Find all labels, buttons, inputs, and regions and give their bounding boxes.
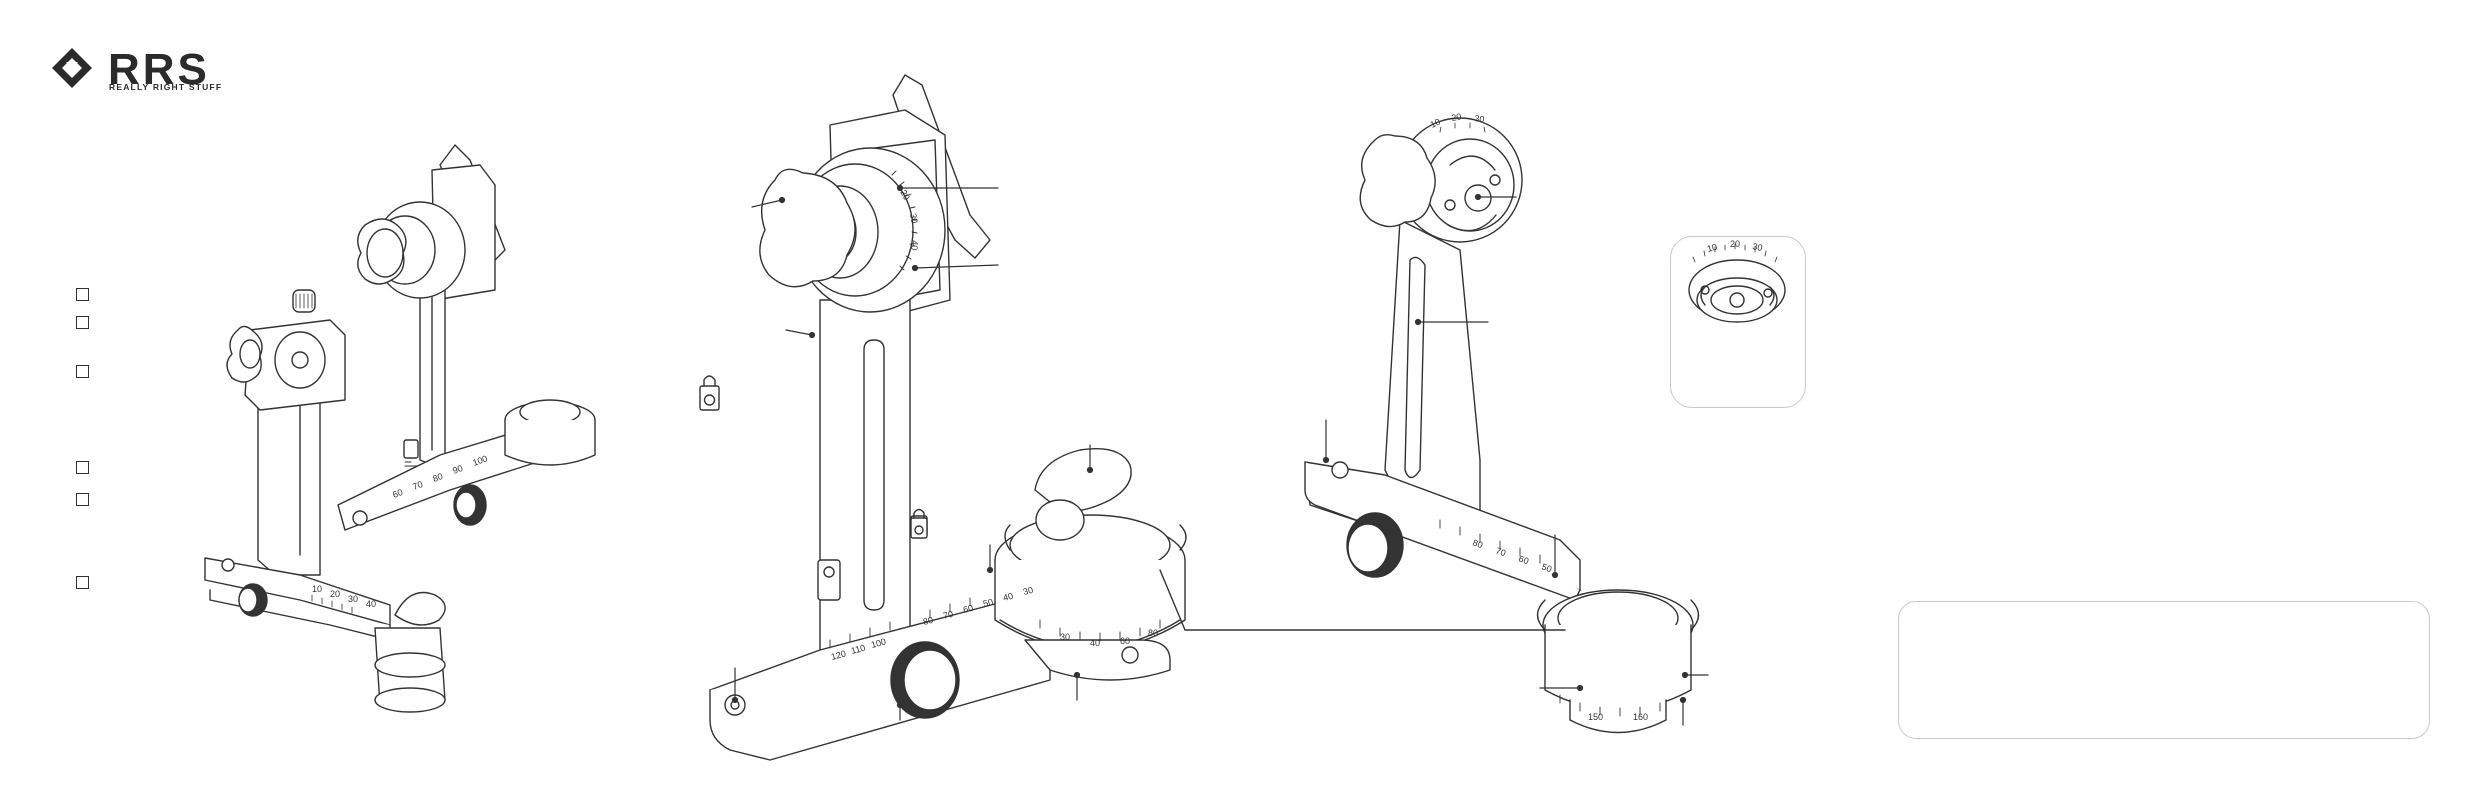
left-back-rail-number: 100 [471,453,489,468]
center-rotator-number: 80 [1148,628,1158,638]
left-rail-number: 20 [330,589,340,599]
center-assembly [709,74,1187,761]
center-rail-number: 80 [922,615,934,627]
inset-detail-drawing [1688,243,1786,323]
checklist-checkbox-6[interactable] [76,576,89,589]
center-rotator-number: 60 [1120,636,1130,646]
center-rail-number: 100 [870,636,887,650]
left-back-rail-number: 90 [451,463,464,476]
center-rail-number: 70 [942,609,954,621]
right-assembly [1304,117,1700,734]
right-rotator-number: 160 [1633,712,1648,722]
center-rotator-number: 40 [1090,638,1100,648]
checklist-checkbox-3[interactable] [76,365,89,378]
center-rail-scale: 120 110 100 80 70 60 50 40 30 30 40 60 8… [830,188,1158,662]
left-back-rail-number: 60 [391,487,404,500]
left-back-assembly [337,144,596,531]
right-top-rotator-number: 20 [1451,111,1463,123]
right-top-rotator-number: 10 [1429,117,1442,130]
right-rail-number: 70 [1494,545,1507,558]
center-top-rotator-number: 30 [908,213,920,225]
center-rail-number: 50 [982,597,994,609]
inset-ring-number: 10 [1706,242,1718,254]
right-callout-lines [1322,193,1709,726]
inset-ring-number: 20 [1730,239,1740,249]
left-back-rail-number: 70 [411,479,424,492]
brand-wordmark: RRS [108,45,210,94]
inset-ring-number: 30 [1752,241,1764,253]
center-top-rotator-number: 20 [898,188,912,202]
right-top-rotator-number: 30 [1474,113,1485,124]
center-rail-number: 110 [850,643,866,656]
center-rail-number: 60 [962,603,974,615]
left-rail-number: 10 [312,584,322,594]
right-rotator-number: 150 [1588,712,1603,722]
connector-line [1159,569,1566,631]
note-panel [1898,601,2430,739]
lock-icon [699,375,720,411]
right-rail-scale: 80 70 60 50 150 160 10 20 30 [1429,111,1648,722]
center-rail-number: 30 [1022,585,1034,597]
left-rail-number: 40 [366,599,376,609]
brand-tagline: REALLY RIGHT STUFF [109,82,223,92]
left-back-rail-number: 80 [431,471,444,484]
left-rail-number: 30 [348,594,358,604]
center-rotator-number: 30 [1060,632,1070,642]
inset-scale: 10 20 30 [1706,239,1764,254]
lock-icon [910,508,928,539]
center-callout-lines [731,184,1094,721]
left-back-rail-scale: 60 70 80 90 100 [391,453,489,500]
checklist-checkbox-4[interactable] [76,461,89,474]
right-rail-number: 60 [1517,553,1530,566]
left-front-assembly [204,289,446,713]
checklist-checkbox-1[interactable] [76,288,89,301]
right-rail-number: 50 [1540,561,1553,574]
right-rail-number: 80 [1471,537,1484,550]
left-front-rail-scale: 10 20 30 40 [312,584,376,609]
center-rail-number: 120 [830,648,847,662]
center-rail-number: 40 [1002,591,1014,603]
center-top-rotator-number: 40 [909,240,920,251]
checklist-checkbox-5[interactable] [76,493,89,506]
checklist-checkbox-2[interactable] [76,316,89,329]
